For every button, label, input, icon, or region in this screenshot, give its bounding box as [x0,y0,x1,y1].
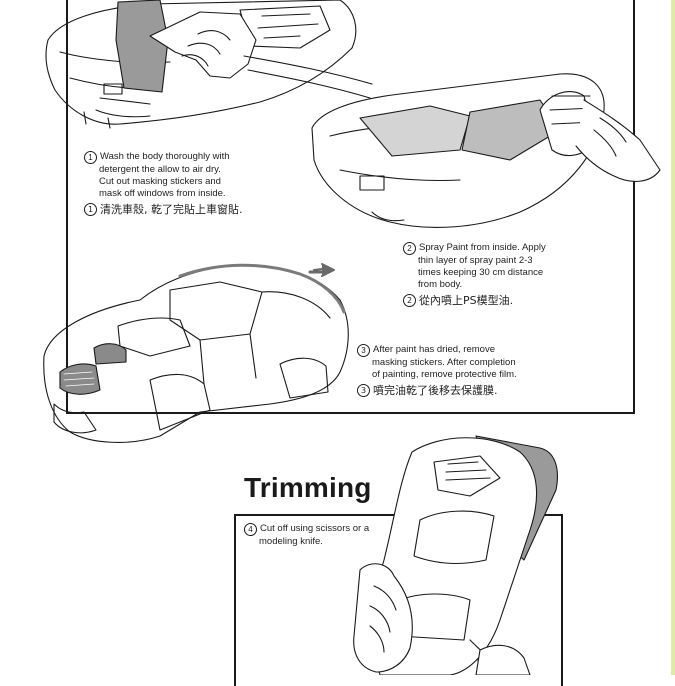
step-3-line-1: After paint has dried, remove [373,344,495,355]
step-3-line-2: masking stickers. After completion [372,357,516,368]
step-1-chinese-text: 清洗車殼, 乾了完貼上車窗貼. [100,203,243,216]
step-1-line-2: detergent the allow to air dry. [99,164,221,175]
step-4-line-2: modeling knife. [259,536,323,547]
step-2-line-2: thin layer of spray paint 2-3 [418,255,533,266]
trimming-heading: Trimming [244,472,372,503]
step-1-number: 1 [84,151,97,164]
step-1-line-3: Cut out masking stickers and [99,176,221,187]
car-body-washing-illustration [45,0,373,129]
step-4-line-1: Cut off using scissors or a [260,523,370,534]
step-4-number: 4 [244,523,257,536]
step-1-zh-number: 1 [84,203,97,216]
spray-painting-illustration [311,73,661,228]
painted-car-body-illustration [43,263,349,443]
step-3-line-3: of painting, remove protective film. [372,369,517,380]
step-3-number: 3 [357,344,370,357]
step-1-line-1: Wash the body thoroughly with [100,151,230,162]
step-1-line-4: mask off windows from inside. [99,188,226,199]
step-2-chinese-text: 從內噴上PS模型油. [419,294,514,307]
step-3-zh-number: 3 [357,384,370,397]
step-2-line-3: times keeping 30 cm distance [418,267,544,278]
trimming-with-scissors-illustration [353,435,558,675]
page-edge-strip [671,0,675,675]
step-2-zh-number: 2 [403,294,416,307]
step-3-chinese-text: 噴完油乾了後移去保護膜. [373,384,498,397]
step-2-line-4: from body. [418,279,463,290]
step-2-line-1: Spray Paint from inside. Apply [419,242,546,253]
painting-steps-frame [66,0,635,414]
step-2-number: 2 [403,242,416,255]
